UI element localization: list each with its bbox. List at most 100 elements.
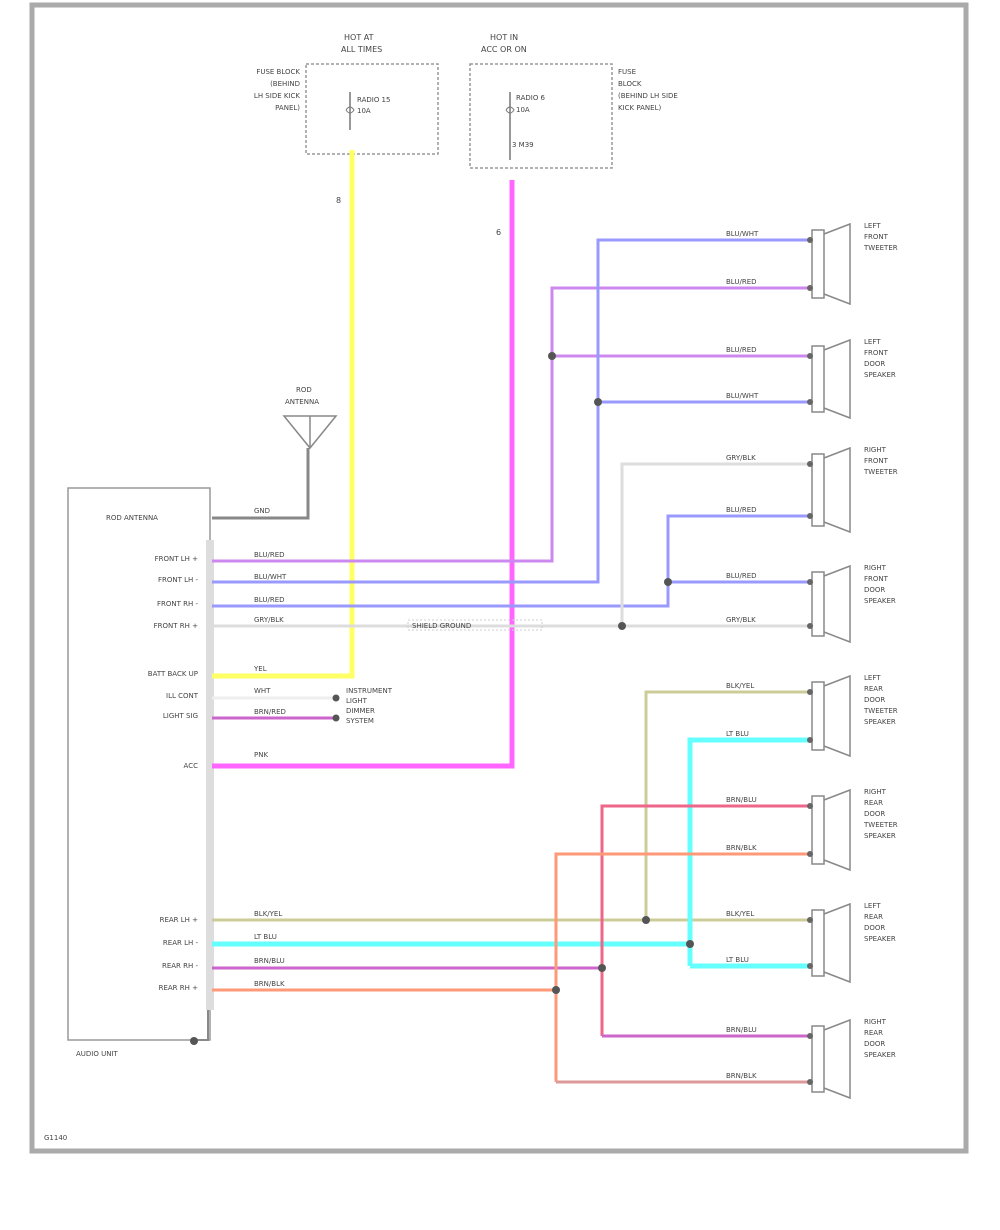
pin-front-lh-plus: FRONT LH + [155,555,199,563]
fuse-right-side-1: FUSE [618,68,636,76]
speaker-name-line: SPEAKER [864,1051,896,1059]
speaker-symbol [811,902,851,984]
wl-rear-3: BRN/BLK [254,980,285,988]
dimmer-label-2: LIGHT [346,697,368,705]
speaker-name-line: LEFT [864,902,881,910]
fuse-box-hot-at-all-times: HOT AT ALL TIMES RADIO 15 10A FUSE BLOCK… [254,33,439,205]
speaker-symbol [811,564,851,644]
speaker-terminal [807,513,813,519]
speaker-name-line: DOOR [864,924,885,932]
speaker-terminal [807,737,813,743]
pin-ill-cont: ILL CONT [166,692,199,700]
antenna-label-2: ANTENNA [285,398,319,406]
shield-label: SHIELD GROUND [412,622,471,630]
speaker-wire-label: BLU/WHT [726,392,759,400]
fuse-left-label-1: RADIO 15 [357,96,390,104]
dimmer-label-4: SYSTEM [346,717,374,725]
dimmer-label-1: INSTRUMENT [346,687,393,695]
speaker-wire-label: LT BLU [726,956,749,964]
pin-front-rh-plus: FRONT RH + [154,622,198,630]
fuse-box-left-header-2: ALL TIMES [341,45,382,54]
fuse-box-hot-in-acc-or-on: HOT IN ACC OR ON RADIO 6 10A 3 M39 FUSE … [469,33,678,237]
speaker-wire-label: BRN/BLK [726,844,757,852]
speaker-symbol [811,222,851,306]
speaker-name-line: LEFT [864,338,881,346]
fuse-box-right-header-2: ACC OR ON [481,45,527,54]
footer-code: G1140 [44,1134,67,1142]
speaker-name-line: RIGHT [864,1018,887,1026]
speaker-name-line: TWEETER [863,244,898,252]
speaker-name-line: SPEAKER [864,832,896,840]
speaker-terminal [807,461,813,467]
speaker-name-line: REAR [864,799,883,807]
speaker-wire-label: GRY/BLK [726,454,756,462]
pin-front-rh-minus: FRONT RH - [157,600,198,608]
speaker-wire-label: LT BLU [726,730,749,738]
fuse-box-left-header-1: HOT AT [344,33,374,42]
speaker-wire-label: BLU/RED [726,572,757,580]
audio-unit-ground-label: GND [254,507,270,515]
fuse-right-label-1: RADIO 6 [516,94,546,102]
wire-pink-acc [212,180,515,769]
speaker-name-line: LEFT [864,222,881,230]
speaker-name-line: DOOR [864,360,885,368]
speaker-symbol [811,674,851,758]
fuse-right-side-2: BLOCK [618,80,642,88]
wire-rear-rh-plus-tweeter [554,852,808,1082]
wl-front-2: BLU/RED [254,596,285,604]
speaker-name-line: RIGHT [864,564,887,572]
speaker-terminal [807,237,813,243]
fuse-right-connector: 6 [496,228,501,237]
speaker-symbol [811,446,851,534]
diagram-frame [29,2,969,1154]
speaker-terminal [807,917,813,923]
speaker-name-line: LEFT [864,674,881,682]
pin-front-lh-minus: FRONT LH - [158,576,199,584]
speaker-symbol [811,1018,851,1100]
speaker-terminal [807,1079,813,1085]
speaker-name-line: REAR [864,913,883,921]
speaker-terminal [807,579,813,585]
speakers: BLU/WHTBLU/REDLEFTFRONTTWEETERBLU/REDBLU… [726,222,898,1100]
speaker-wire-label: BLU/RED [726,506,757,514]
speaker-name-line: TWEETER [863,468,898,476]
speaker-terminal [807,623,813,629]
speaker-terminal [807,1033,813,1039]
fuse-right-label-2: 10A [516,106,530,114]
fuse-right-side-4: KICK PANEL) [618,104,661,112]
speaker-name-line: FRONT [864,457,889,465]
audio-unit: AUDIO UNIT ROD ANTENNA GND FRONT LH + FR… [67,487,270,1058]
pin-rear-lh-plus: REAR LH + [160,916,199,924]
speaker-wire-label: GRY/BLK [726,616,756,624]
wl-power-2: BRN/RED [254,708,286,716]
speaker-symbol [811,338,851,420]
speaker-name-line: DOOR [864,810,885,818]
speaker-symbol [811,788,851,872]
fuse-left-connector: 8 [336,196,341,205]
speaker-name-line: RIGHT [864,446,887,454]
antenna-label-1: ROD [296,386,312,394]
speaker-wire-label: BRN/BLK [726,1072,757,1080]
speaker-terminal [807,353,813,359]
speaker-terminal [807,963,813,969]
speaker-name-line: SPEAKER [864,371,896,379]
wl-front-1: BLU/WHT [254,573,287,581]
speaker-wire-label: BRN/BLU [726,796,757,804]
wl-power-0: YEL [253,665,267,673]
wire-rear-lh-plus-tweeter [644,690,808,920]
wire-front-rh-minus [212,514,808,608]
speaker-name-line: REAR [864,685,883,693]
wire-front-rh-plus-tweeter [620,462,808,626]
speaker-wire-label: BRN/BLU [726,1026,757,1034]
speaker-wire-label: BLK/YEL [726,910,754,918]
speaker-name-line: REAR [864,1029,883,1037]
wire-yellow-batt [212,150,355,679]
speaker-wire-label: BLU/WHT [726,230,759,238]
